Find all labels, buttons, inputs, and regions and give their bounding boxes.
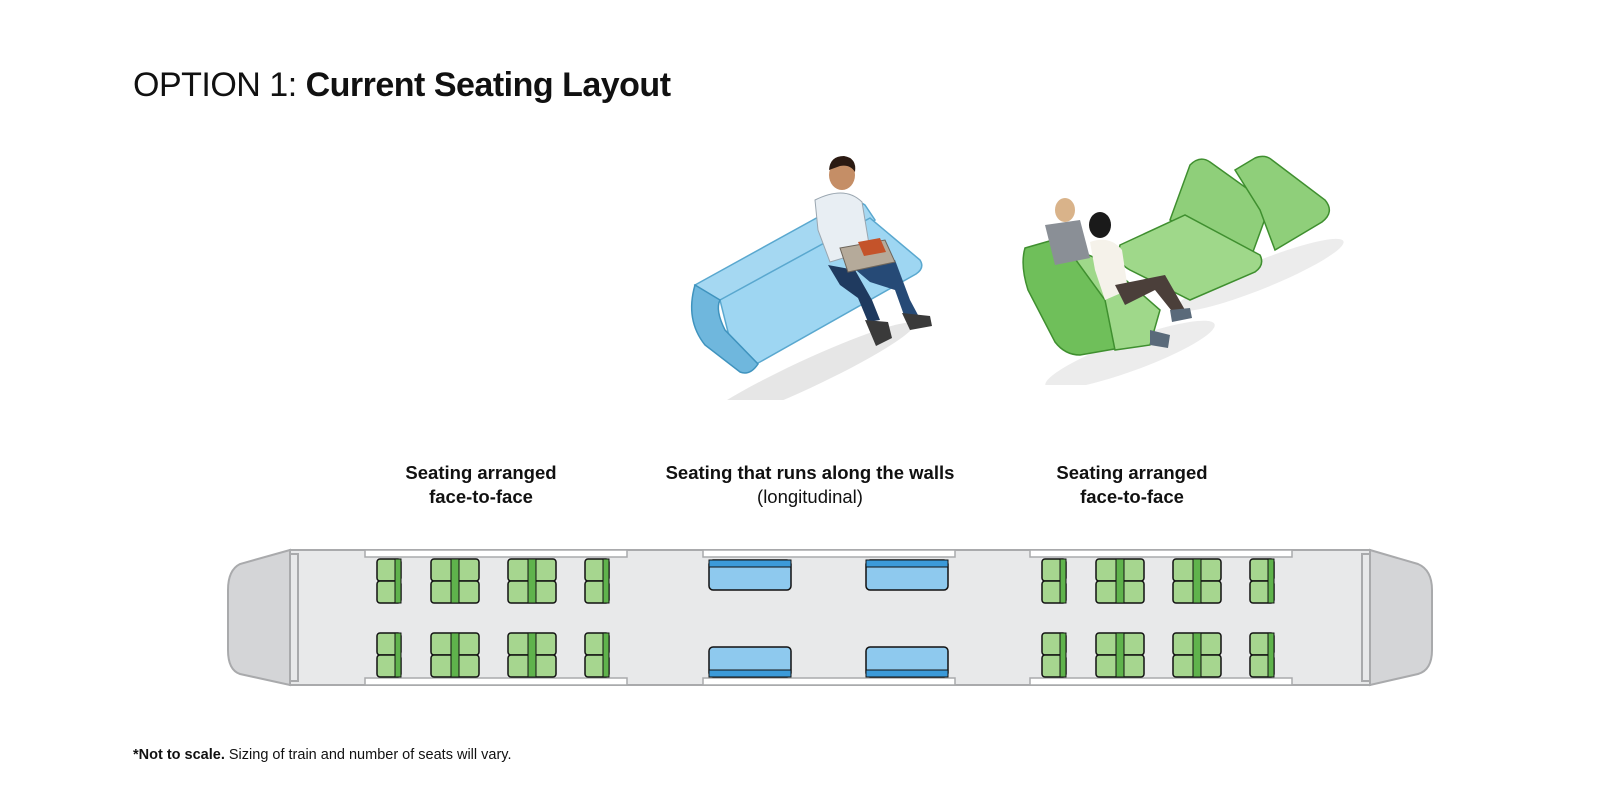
seat-block (507, 632, 557, 678)
label-middle-longitudinal: Seating that runs along the walls (longi… (660, 461, 960, 509)
label-right-line1: Seating arranged (1056, 462, 1208, 483)
label-right-face-to-face: Seating arranged face-to-face (1032, 461, 1232, 509)
bench-seat (708, 559, 792, 591)
footnote-bold: *Not to scale. (133, 747, 225, 763)
seat-block (430, 558, 480, 604)
label-middle-line1: Seating that runs along the walls (665, 462, 955, 483)
longitudinal-bench-illustration (690, 156, 932, 400)
footnote: *Not to scale. Sizing of train and numbe… (133, 747, 512, 763)
title-main: Current Seating Layout (305, 66, 671, 104)
label-middle-line2: (longitudinal) (757, 486, 863, 507)
seat-block (1172, 632, 1222, 678)
label-left-face-to-face: Seating arranged face-to-face (381, 461, 581, 509)
seat-block (1172, 558, 1222, 604)
seat-block (1095, 632, 1145, 678)
face-to-face-seats-illustration (1022, 155, 1344, 385)
bench-seat (708, 646, 792, 678)
seat-block (430, 632, 480, 678)
bench-seat (865, 559, 949, 591)
label-left-line1: Seating arranged (405, 462, 557, 483)
bench-seat (865, 646, 949, 678)
seat-block (507, 558, 557, 604)
title-prefix: OPTION 1: (133, 66, 297, 104)
longitudinal-bench-seats (708, 559, 949, 678)
page-title: OPTION 1: Current Seating Layout (133, 66, 671, 105)
face-to-face-seat-groups (376, 558, 1275, 678)
footnote-text: Sizing of train and number of seats will… (228, 747, 512, 763)
seat-block (1095, 558, 1145, 604)
label-right-line2: face-to-face (1080, 486, 1184, 507)
label-left-line2: face-to-face (429, 486, 533, 507)
